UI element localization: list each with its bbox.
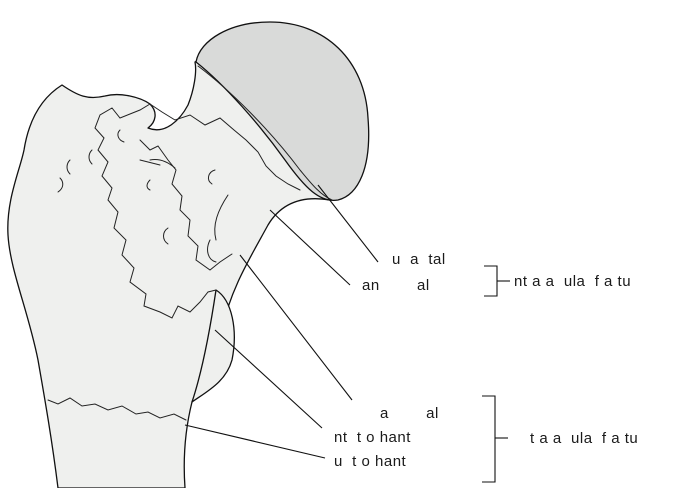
group-intracapsular: nt a a ula f a tu — [514, 273, 631, 290]
bracket-extracapsular — [482, 396, 495, 482]
label-intertrochanteric: nt t o hant — [334, 429, 411, 446]
leader-5 — [185, 425, 325, 458]
leader-4 — [215, 330, 322, 428]
label-basicervical: a al — [380, 405, 439, 422]
label-subcapital: u a tal — [392, 251, 446, 268]
leader-1 — [318, 185, 378, 262]
bracket-intracapsular — [484, 266, 497, 296]
group-extracapsular: t a a ula f a tu — [530, 430, 638, 447]
leader-2 — [270, 210, 350, 285]
label-transcervical: an al — [362, 277, 430, 294]
label-subtrochanteric: u t o hant — [334, 453, 407, 470]
leader-3 — [240, 255, 352, 400]
